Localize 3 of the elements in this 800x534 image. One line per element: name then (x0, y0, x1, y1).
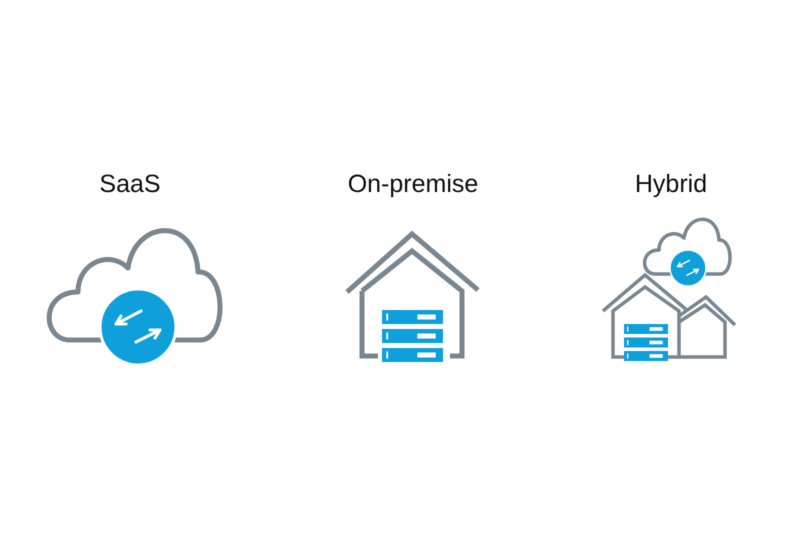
category-label: Hybrid (634, 169, 708, 199)
category-label: SaaS (99, 169, 161, 199)
category-label: On-premise (348, 169, 478, 199)
